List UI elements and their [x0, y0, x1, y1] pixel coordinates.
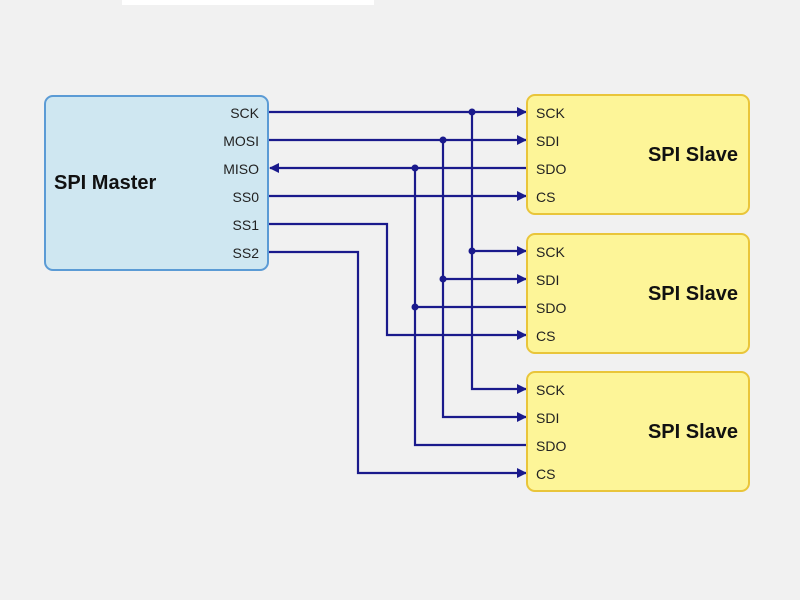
wire-ss2-cs [269, 250, 527, 478]
slave-pin-cs: CS [536, 466, 556, 482]
top-white-strip [122, 0, 374, 5]
slave-pin-sdi: SDI [536, 410, 560, 426]
slave-pin-sck: SCK [536, 105, 565, 121]
slave-pin-sdi: SDI [536, 272, 560, 288]
spi-slave-block-1: SPI Slave SCK SDI SDO CS [526, 94, 750, 215]
slave-title: SPI Slave [647, 144, 738, 166]
spi-slave-block-2: SPI Slave SCK SDI SDO CS [526, 233, 750, 354]
slave-pin-sdo: SDO [536, 161, 567, 177]
junction-dot [468, 108, 476, 116]
slave-pin-sck: SCK [536, 382, 565, 398]
slave-pin-cs: CS [536, 189, 556, 205]
slave-title: SPI Slave [647, 283, 738, 305]
slave-pin-sdi: SDI [536, 133, 560, 149]
junction-dot [439, 136, 447, 144]
junction-dot [411, 303, 419, 311]
master-pin-miso: MISO [223, 161, 259, 177]
junction-dot [468, 247, 476, 255]
spi-master-block: SPI Master SCK MOSI MISO SS0 SS1 SS2 [44, 95, 269, 271]
slave-pin-cs: CS [536, 328, 556, 344]
slave-pin-sdo: SDO [536, 438, 567, 454]
junction-dot [411, 164, 419, 172]
wire-mosi-bus [441, 140, 527, 422]
wire-miso-bus [413, 168, 526, 447]
spi-slave-block-3: SPI Slave SCK SDI SDO CS [526, 371, 750, 492]
slave-pin-sck: SCK [536, 244, 565, 260]
master-pin-ss1: SS1 [232, 217, 259, 233]
master-pin-mosi: MOSI [223, 133, 259, 149]
wire-ss1-cs [269, 222, 527, 340]
wire-sck-bus [470, 112, 527, 394]
master-pin-sck: SCK [230, 105, 259, 121]
junction-dot [439, 275, 447, 283]
slave-title: SPI Slave [647, 421, 738, 443]
master-pin-ss0: SS0 [232, 189, 259, 205]
slave-pin-sdo: SDO [536, 300, 567, 316]
master-title: SPI Master [54, 172, 157, 194]
master-pin-ss2: SS2 [232, 245, 259, 261]
